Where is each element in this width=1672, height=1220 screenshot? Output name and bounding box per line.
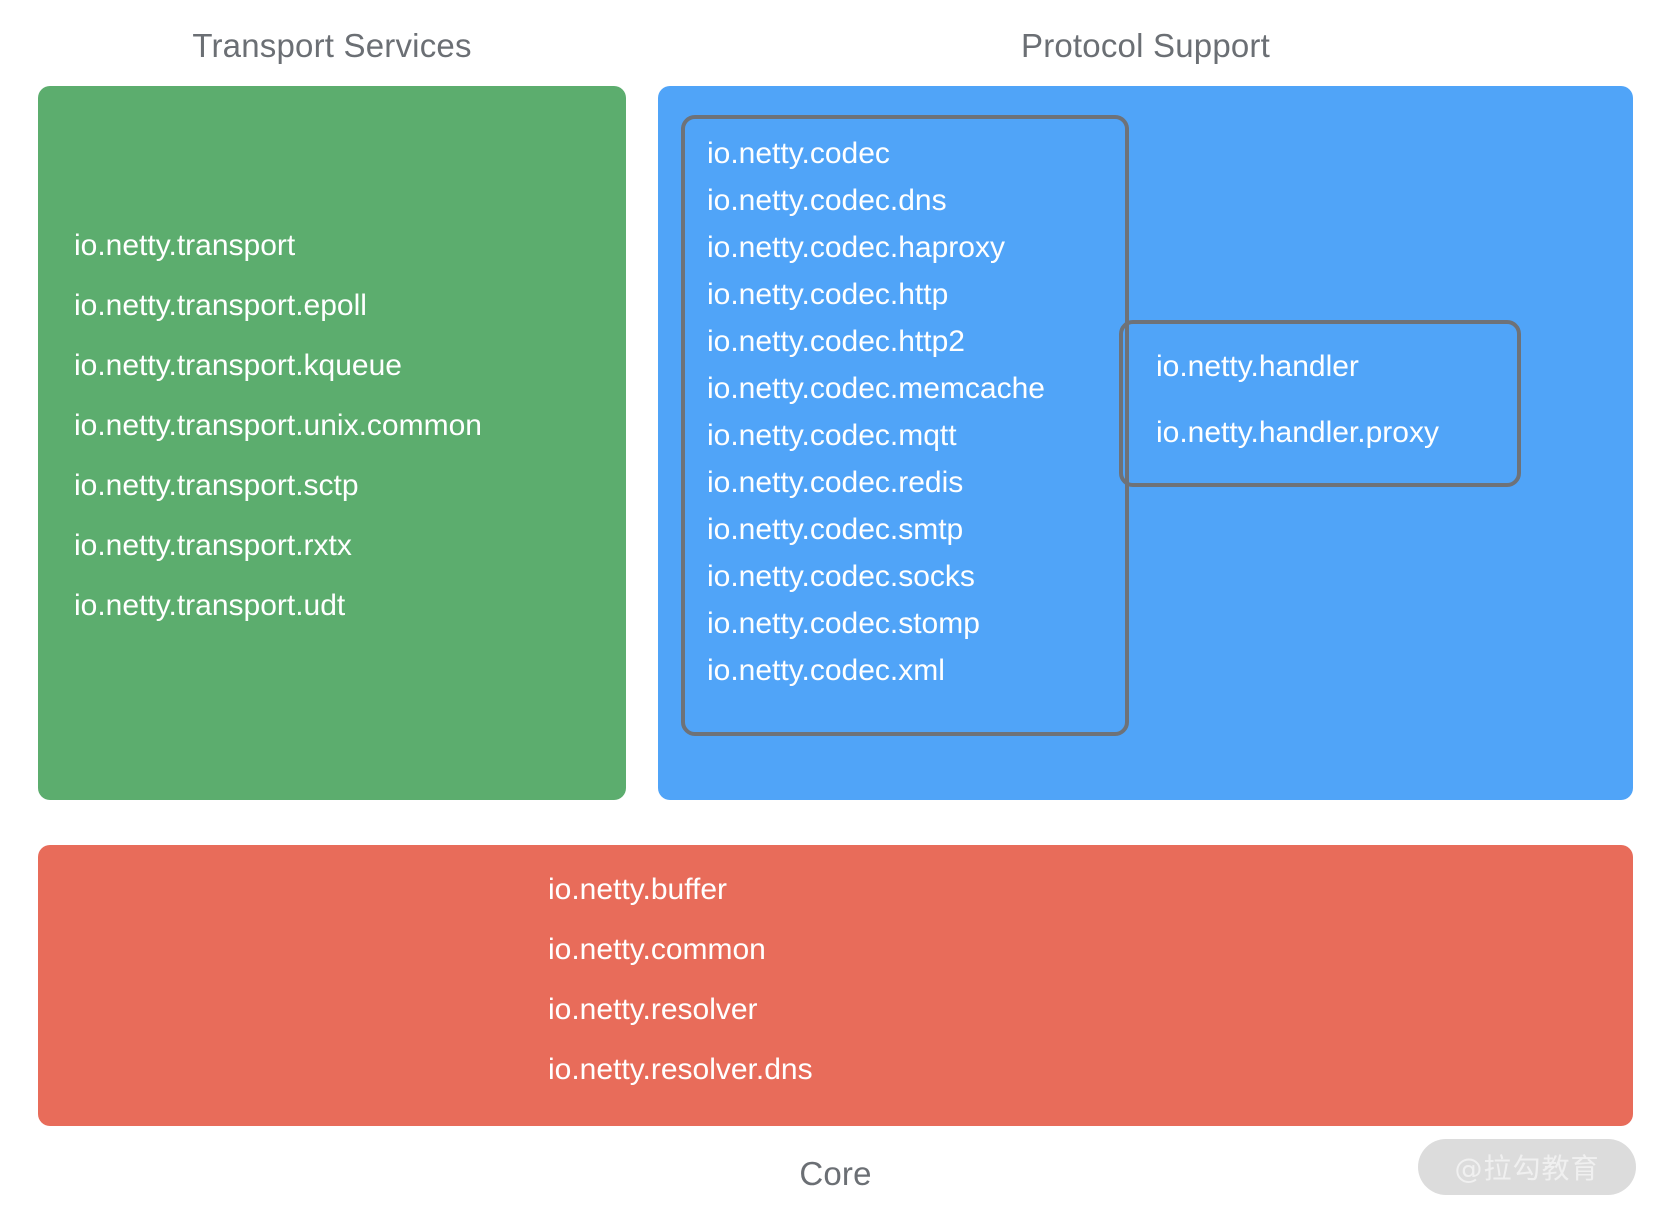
core-title: Core [799, 1155, 872, 1192]
codec-package-list: io.netty.codec io.netty.codec.dns io.net… [707, 139, 1045, 703]
list-item: io.netty.transport.sctp [74, 469, 359, 502]
watermark-text: @拉勾教育 [1454, 1152, 1600, 1185]
list-item: io.netty.codec.haproxy [707, 231, 1005, 264]
list-item: io.netty.buffer [548, 873, 728, 906]
list-item: io.netty.transport.epoll [74, 289, 367, 322]
codec-group-box: io.netty.codec io.netty.codec.dns io.net… [681, 115, 1129, 736]
list-item: io.netty.common [548, 933, 766, 966]
watermark-badge: @拉勾教育 [1418, 1139, 1636, 1195]
list-item: io.netty.handler [1156, 350, 1359, 383]
core-package-list: io.netty.buffer io.netty.common io.netty… [548, 875, 813, 1115]
list-item: io.netty.codec.dns [707, 184, 947, 217]
handler-group-box: io.netty.handler io.netty.handler.proxy [1119, 320, 1521, 487]
list-item: io.netty.codec.http2 [707, 325, 965, 358]
list-item: io.netty.transport.rxtx [74, 529, 352, 562]
transport-services-panel: io.netty.transport io.netty.transport.ep… [38, 86, 626, 800]
protocol-support-panel: io.netty.codec io.netty.codec.dns io.net… [658, 86, 1633, 800]
list-item: io.netty.transport [74, 229, 296, 262]
list-item: io.netty.handler.proxy [1156, 416, 1439, 449]
list-item: io.netty.codec.memcache [707, 372, 1045, 405]
list-item: io.netty.transport.udt [74, 589, 346, 622]
list-item: io.netty.codec.http [707, 278, 949, 311]
list-item: io.netty.resolver.dns [548, 1053, 813, 1086]
list-item: io.netty.resolver [548, 993, 758, 1026]
list-item: io.netty.codec.smtp [707, 513, 964, 546]
transport-services-title: Transport Services [192, 27, 472, 64]
list-item: io.netty.transport.kqueue [74, 349, 402, 382]
list-item: io.netty.codec.stomp [707, 607, 980, 640]
list-item: io.netty.transport.unix.common [74, 409, 482, 442]
list-item: io.netty.codec [707, 137, 890, 170]
core-panel: io.netty.buffer io.netty.common io.netty… [38, 845, 1633, 1126]
list-item: io.netty.codec.mqtt [707, 419, 957, 452]
list-item: io.netty.codec.redis [707, 466, 964, 499]
list-item: io.netty.codec.xml [707, 654, 945, 687]
transport-package-list: io.netty.transport io.netty.transport.ep… [74, 231, 616, 651]
list-item: io.netty.codec.socks [707, 560, 975, 593]
handler-package-list: io.netty.handler io.netty.handler.proxy [1156, 352, 1439, 484]
protocol-support-title: Protocol Support [1020, 27, 1270, 64]
